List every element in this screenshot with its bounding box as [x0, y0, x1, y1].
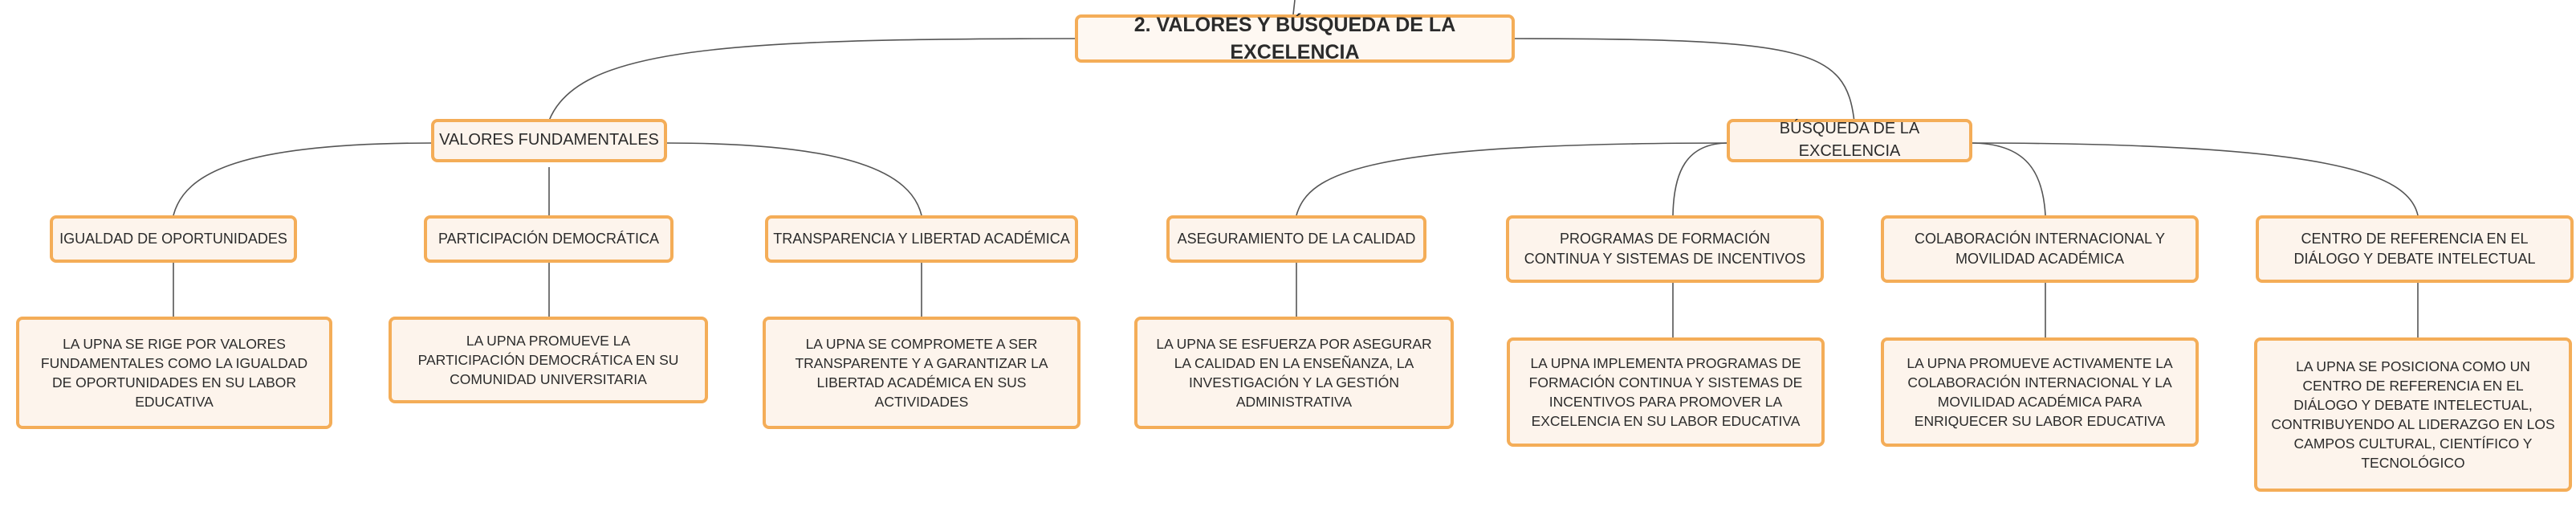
node-participacion-democratica[interactable]: PARTICIPACIÓN DEMOCRÁTICA	[424, 215, 674, 263]
node-colaboracion-internacional[interactable]: COLABORACIÓN INTERNACIONAL Y MOVILIDAD A…	[1881, 215, 2199, 283]
node-programas-formacion[interactable]: PROGRAMAS DE FORMACIÓN CONTINUA Y SISTEM…	[1506, 215, 1824, 283]
leaf-centro[interactable]: LA UPNA SE POSICIONA COMO UN CENTRO DE R…	[2254, 337, 2572, 492]
node-busqueda-excelencia[interactable]: BÚSQUEDA DE LA EXCELENCIA	[1727, 119, 1972, 162]
leaf-participacion[interactable]: LA UPNA PROMUEVE LA PARTICIPACIÓN DEMOCR…	[389, 317, 708, 403]
connector-excelencia-centro	[1970, 142, 2419, 216]
root-node[interactable]: 2. VALORES Y BÚSQUEDA DE LA EXCELENCIA	[1075, 14, 1515, 63]
connector-root-up	[1292, 0, 1296, 15]
leaf-calidad[interactable]: LA UPNA SE ESFUERZA POR ASEGURAR LA CALI…	[1134, 317, 1454, 429]
connector-excelencia-calidad	[1296, 142, 1729, 216]
connector-root-excelencia	[1510, 38, 1855, 123]
node-aseguramiento-calidad[interactable]: ASEGURAMIENTO DE LA CALIDAD	[1166, 215, 1426, 263]
connector-valores-transparencia	[665, 142, 922, 216]
leaf-colaboracion[interactable]: LA UPNA PROMUEVE ACTIVAMENTE LA COLABORA…	[1881, 337, 2199, 447]
connector-valores-igualdad	[173, 142, 434, 216]
connector-root-valores	[548, 38, 1080, 121]
node-valores-fundamentales[interactable]: VALORES FUNDAMENTALES	[431, 119, 667, 162]
leaf-programas[interactable]: LA UPNA IMPLEMENTA PROGRAMAS DE FORMACIÓ…	[1507, 337, 1825, 447]
node-centro-referencia[interactable]: CENTRO DE REFERENCIA EN EL DIÁLOGO Y DEB…	[2256, 215, 2574, 283]
node-igualdad-oportunidades[interactable]: IGUALDAD DE OPORTUNIDADES	[50, 215, 297, 263]
connector-excelencia-programas	[1672, 142, 1729, 216]
connector-excelencia-colaboracion	[1970, 142, 2046, 216]
leaf-igualdad[interactable]: LA UPNA SE RIGE POR VALORES FUNDAMENTALE…	[16, 317, 332, 429]
leaf-transparencia[interactable]: LA UPNA SE COMPROMETE A SER TRANSPARENTE…	[763, 317, 1080, 429]
node-transparencia-libertad[interactable]: TRANSPARENCIA Y LIBERTAD ACADÉMICA	[765, 215, 1078, 263]
